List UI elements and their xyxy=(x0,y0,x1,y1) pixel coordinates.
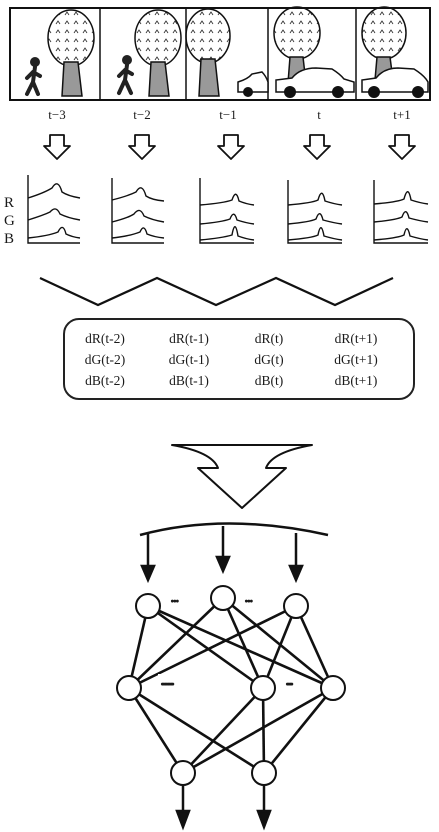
feature-dr-t+1: dR(t+1) xyxy=(334,331,378,346)
hidden-node xyxy=(116,675,142,701)
funnel-arrow-icon xyxy=(171,444,313,509)
frame-strip xyxy=(9,6,431,101)
tree-icon xyxy=(185,8,231,97)
input-bracket xyxy=(139,522,329,537)
difference-zigzag xyxy=(39,276,394,307)
frame-label-t: t xyxy=(317,107,321,122)
feature-db-t-2: dB(t-2) xyxy=(85,373,125,388)
feature-dg-t: dG(t) xyxy=(254,352,284,367)
feature-dr-t-2: dR(t-2) xyxy=(85,331,125,346)
frame-label-t-2: t−2 xyxy=(133,107,151,122)
input-arrow xyxy=(140,533,156,584)
rgb-histogram xyxy=(111,178,165,244)
tree-icon xyxy=(47,9,95,97)
hidden-node xyxy=(250,675,276,701)
down-arrow-icon xyxy=(128,134,156,160)
tree-icon xyxy=(134,9,182,97)
feature-dg-t-1: dG(t-1) xyxy=(168,352,210,367)
output-node xyxy=(251,760,277,786)
feature-dr-t-1: dR(t-1) xyxy=(169,331,209,346)
input-node xyxy=(283,593,309,619)
down-arrow-icon xyxy=(217,134,245,160)
person-icon xyxy=(117,55,134,95)
hidden-node xyxy=(320,675,346,701)
input-layer-ellipsis: ∙∙∙ xyxy=(170,591,179,611)
frame-label-t+1: t+1 xyxy=(393,107,411,122)
rgb-histogram xyxy=(373,180,429,244)
feature-dg-t+1: dG(t+1) xyxy=(334,352,378,367)
hidden-layer-ellipsis: ∙∙∙∙ xyxy=(284,674,294,695)
histogram-stage xyxy=(27,134,429,307)
down-arrow-icon xyxy=(388,134,416,160)
feature-db-t+1: dB(t+1) xyxy=(334,373,378,388)
input-arrow xyxy=(288,533,304,584)
rgb-histogram xyxy=(287,180,343,244)
rgb-histogram xyxy=(199,178,255,244)
channel-label-g: G xyxy=(4,213,15,229)
down-arrow-icon xyxy=(303,134,331,160)
output-arrow xyxy=(175,785,191,831)
hidden-layer-ellipsis: ∙∙∙∙∙∙∙∙ xyxy=(158,674,175,695)
car-icon xyxy=(275,67,355,98)
frame-label-t-3: t−3 xyxy=(48,107,66,122)
frame-label-t-1: t−1 xyxy=(219,107,237,122)
output-node xyxy=(170,760,196,786)
feature-db-t-1: dB(t-1) xyxy=(169,373,209,388)
car-icon xyxy=(361,67,429,98)
input-layer-ellipsis: ∙∙∙ xyxy=(244,591,253,611)
output-arrow xyxy=(256,785,272,831)
person-icon xyxy=(25,57,42,96)
input-node xyxy=(210,585,236,611)
down-arrow-icon xyxy=(43,134,71,160)
feature-dr-t: dR(t) xyxy=(254,331,284,346)
hidden-output-connections xyxy=(127,686,335,775)
input-node xyxy=(135,593,161,619)
car-icon xyxy=(237,71,269,97)
channel-label-b: B xyxy=(4,231,15,247)
feature-dg-t-2: dG(t-2) xyxy=(84,352,126,367)
rgb-histogram xyxy=(27,175,81,244)
tree-icon xyxy=(273,6,321,84)
feature-db-t: dB(t) xyxy=(254,373,284,388)
input-arrow xyxy=(215,526,231,575)
feature-vector-box xyxy=(63,318,415,400)
channel-label-r: R xyxy=(4,195,15,211)
